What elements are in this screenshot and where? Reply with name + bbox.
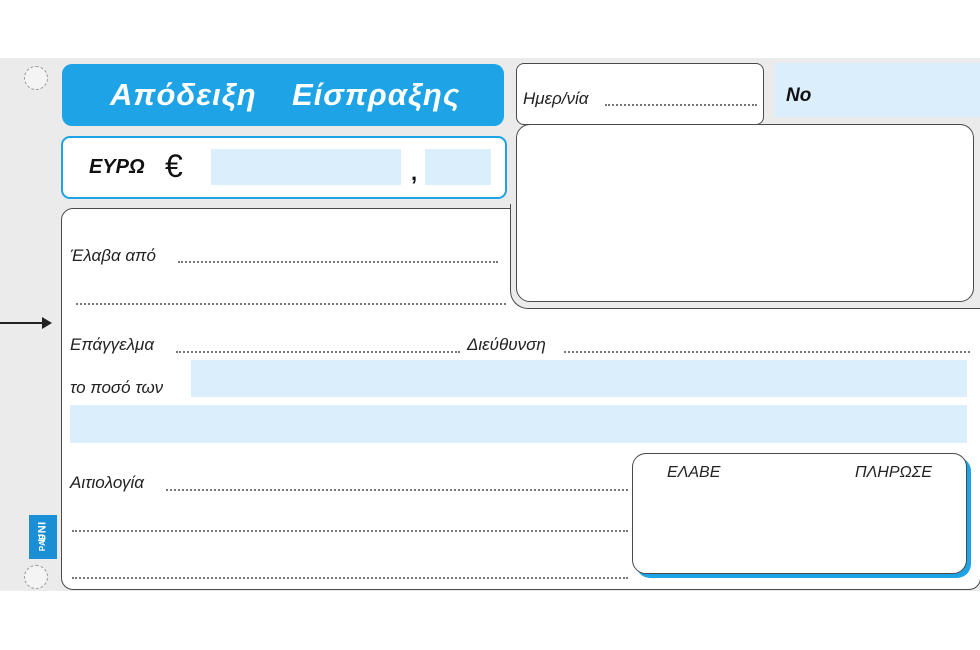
received-signature-label: ΕΛΑΒΕ bbox=[667, 464, 721, 481]
received-from-line-2[interactable] bbox=[76, 303, 506, 305]
amount-words-field-2[interactable] bbox=[70, 405, 967, 443]
reason-line[interactable] bbox=[166, 489, 628, 491]
euro-icon: € bbox=[165, 148, 183, 184]
amount-decimal-field[interactable] bbox=[425, 149, 491, 185]
receipt-number-field[interactable]: Νο bbox=[774, 63, 980, 117]
arrow-icon bbox=[0, 317, 52, 329]
address-label: Διεύθυνση bbox=[467, 335, 546, 354]
receipt-title: Απόδειξη Είσπραξης bbox=[62, 64, 504, 126]
amount-words-field[interactable] bbox=[191, 360, 967, 397]
received-from-label: Έλαβα από bbox=[70, 246, 156, 265]
amount-words-label: το ποσό των bbox=[70, 378, 164, 397]
profession-label: Επάγγελμα bbox=[70, 335, 155, 354]
date-dotted-line bbox=[605, 104, 757, 106]
date-label: Ημερ/νία bbox=[523, 89, 589, 108]
date-field[interactable]: Ημερ/νία bbox=[516, 63, 764, 125]
brand-logo-text-2: PAP bbox=[38, 533, 48, 552]
notes-box[interactable] bbox=[516, 124, 974, 302]
received-from-line[interactable] bbox=[178, 261, 498, 263]
binding-hole-bottom bbox=[24, 565, 48, 589]
reason-line-2[interactable] bbox=[72, 530, 628, 532]
decimal-separator: , bbox=[411, 160, 418, 185]
currency-label: ΕΥΡΩ bbox=[89, 156, 145, 178]
paid-signature-label: ΠΛΗΡΩΣΕ bbox=[855, 464, 932, 481]
binding-hole-top bbox=[24, 66, 48, 90]
signature-box: ΕΛΑΒΕ ΠΛΗΡΩΣΕ bbox=[632, 453, 967, 574]
reason-line-3[interactable] bbox=[72, 577, 628, 579]
amount-box: ΕΥΡΩ € , bbox=[61, 136, 507, 199]
amount-integer-field[interactable] bbox=[211, 149, 401, 185]
receipt-number-label: Νο bbox=[786, 85, 812, 106]
brand-logo: UNI PAP bbox=[29, 515, 57, 559]
profession-line[interactable] bbox=[176, 351, 460, 353]
address-line[interactable] bbox=[564, 351, 970, 353]
title-word-1: Απόδειξη bbox=[110, 77, 257, 112]
reason-label: Αιτιολογία bbox=[70, 473, 144, 492]
title-word-2: Είσπραξης bbox=[292, 77, 461, 112]
